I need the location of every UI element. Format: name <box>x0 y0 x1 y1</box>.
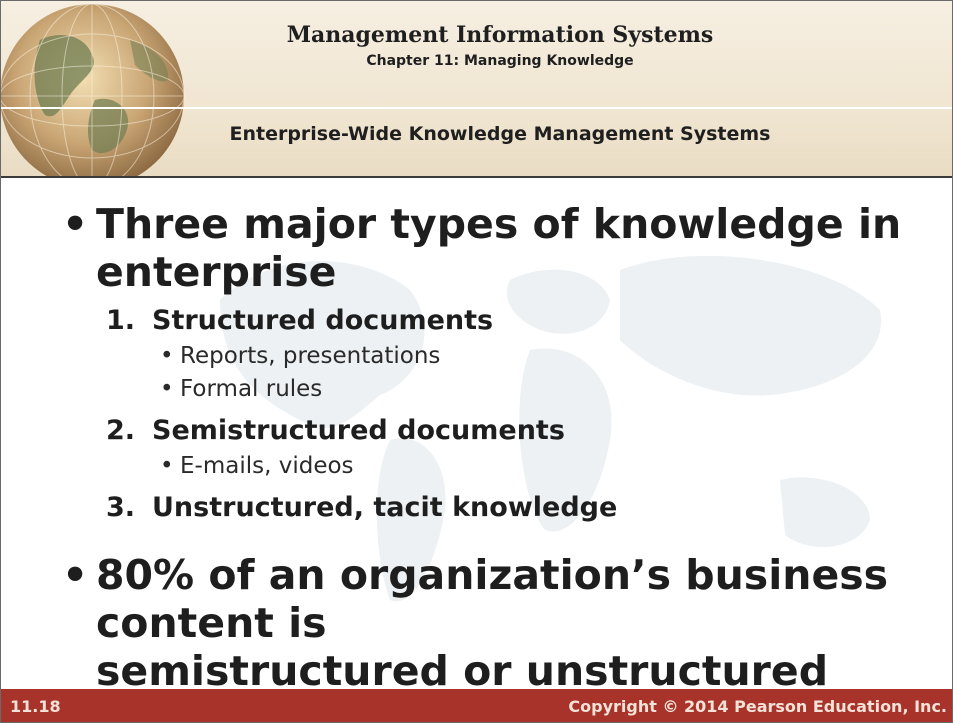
sub-bullet: • Formal rules <box>62 373 932 406</box>
numbered-item-1: 1. Structured documents <box>62 302 932 340</box>
item-number: 1. <box>106 305 136 336</box>
bullet-text-line1: 80% of an organization’s business conten… <box>96 551 889 647</box>
slide-footer: 11.18 Copyright © 2014 Pearson Education… <box>0 689 953 723</box>
bullet-dot: • <box>160 343 174 369</box>
item-label: Structured documents <box>152 305 494 336</box>
sub-bullet: • Reports, presentations <box>62 340 932 373</box>
globe-icon <box>0 3 185 176</box>
slide-body: • Three major types of knowledge in ente… <box>62 200 932 701</box>
slide-chapter-title: Chapter 11: Managing Knowledge <box>366 53 634 69</box>
sub-bullet: • E-mails, videos <box>62 450 932 483</box>
bullet-dot: • <box>160 453 174 479</box>
slide-section-title: Enterprise-Wide Knowledge Management Sys… <box>229 123 771 145</box>
bullet-dot: • <box>62 551 89 599</box>
title-block: Management Information Systems Chapter 1… <box>200 20 800 72</box>
bullet-text: Three major types of knowledge in enterp… <box>96 200 902 296</box>
sub-bullet-text: Reports, presentations <box>180 343 441 369</box>
numbered-item-3: 3. Unstructured, tacit knowledge <box>62 489 932 527</box>
item-label: Semistructured documents <box>152 415 565 446</box>
numbered-item-2: 2. Semistructured documents <box>62 412 932 450</box>
slide-course-title: Management Information Systems <box>286 22 714 48</box>
item-label: Unstructured, tacit knowledge <box>152 492 618 523</box>
slide-header: Management Information Systems Chapter 1… <box>0 0 953 178</box>
bullet-dot: • <box>62 200 89 248</box>
item-number: 3. <box>106 492 136 523</box>
world-map-watermark <box>220 255 882 602</box>
bullet-dot: • <box>160 376 174 402</box>
item-number: 2. <box>106 415 136 446</box>
bullet-business-content: • 80% of an organization’s business cont… <box>62 551 932 695</box>
sub-bullet-text: Formal rules <box>180 376 323 402</box>
slide-number: 11.18 <box>10 697 61 716</box>
header-divider <box>0 107 953 109</box>
copyright-notice: Copyright © 2014 Pearson Education, Inc. <box>568 697 947 716</box>
bullet-types-of-knowledge: • Three major types of knowledge in ente… <box>62 200 932 296</box>
sub-bullet-text: E-mails, videos <box>180 453 354 479</box>
bullet-text-line2: semistructured or unstructured <box>96 647 829 695</box>
